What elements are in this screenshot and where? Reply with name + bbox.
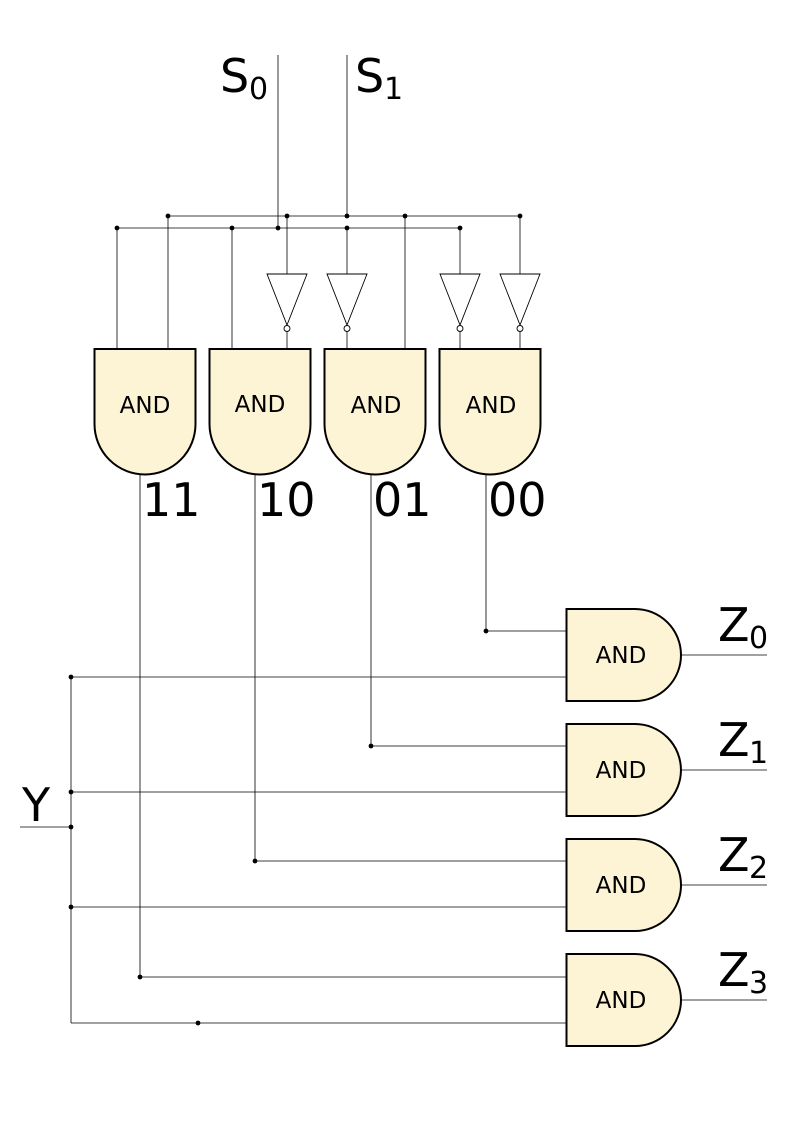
junction-dot [68,789,74,795]
gate-label: AND [466,393,517,419]
signal-name: S [355,49,384,103]
output-labels: Z 0 Z 1 Z 2 Z 3 [718,598,768,1001]
s1-label: S 1 [355,49,403,107]
line-10-wire [254,475,566,862]
decoder-gates: AND AND AND AND [93,348,542,476]
junction-dot [68,674,74,680]
s0-label: S 0 [220,49,268,107]
signal-name: Z [718,943,750,997]
junction-dots [68,213,523,1026]
gate-label: AND [596,988,647,1014]
junction-dot [368,743,374,749]
code-label: 00 [488,473,547,527]
junction-dot [229,225,235,231]
signal-subscript: 3 [749,966,768,1001]
junction-dot [195,1020,201,1026]
junction-dot [252,858,258,864]
signal-name: Z [718,828,750,882]
junction-dot [402,213,408,219]
gate-label: AND [120,393,171,419]
decoder-gate-10: AND [208,348,312,476]
junction-dot [344,213,350,219]
not-gate [326,273,368,332]
junction-dot [275,225,281,231]
junction-dot [114,225,120,231]
decoder-codes: 11 10 01 00 [142,473,547,527]
inverters [266,273,541,332]
signal-subscript: 0 [249,72,268,107]
output-gate-z2: AND [565,838,682,932]
input-labels: S 0 S 1 Y [21,49,403,832]
decoder-gate-00: AND [438,348,542,476]
code-label: 01 [373,473,432,527]
gate-label: AND [351,393,402,419]
junction-dot [137,974,143,980]
junction-dot [457,225,463,231]
gate-label: AND [596,758,647,784]
z2-label: Z 2 [718,828,768,886]
signal-subscript: 1 [384,72,403,107]
junction-dot [165,213,171,219]
y-label: Y [21,778,51,832]
decoder-gate-11: AND [93,348,197,476]
junction-dot [68,904,74,910]
junction-dot [483,628,489,634]
code-label: 10 [257,473,316,527]
junction-dot [68,824,74,830]
z0-label: Z 0 [718,598,768,656]
gate-label: AND [596,873,647,899]
output-gates: AND AND AND AND [565,608,682,1047]
line-11-wire [139,475,566,978]
signal-subscript: 2 [749,851,768,886]
junction-dot [344,225,350,231]
output-gate-z0: AND [565,608,682,702]
output-gate-z3: AND [565,953,682,1047]
junction-dot [517,213,523,219]
signal-name: Z [718,713,750,767]
junction-dot [284,213,290,219]
not-gate [266,273,308,332]
decoder-gate-01: AND [323,348,427,476]
output-gate-z1: AND [565,723,682,817]
gate-label: AND [596,643,647,669]
code-label: 11 [142,473,201,527]
gate-label: AND [235,392,286,418]
z1-label: Z 1 [718,713,768,771]
not-gate [499,273,541,332]
signal-name: S [220,49,249,103]
not-gate [439,273,481,332]
signal-subscript: 0 [749,621,768,656]
signal-name: Z [718,598,750,652]
signal-subscript: 1 [749,736,768,771]
z3-label: Z 3 [718,943,768,1001]
